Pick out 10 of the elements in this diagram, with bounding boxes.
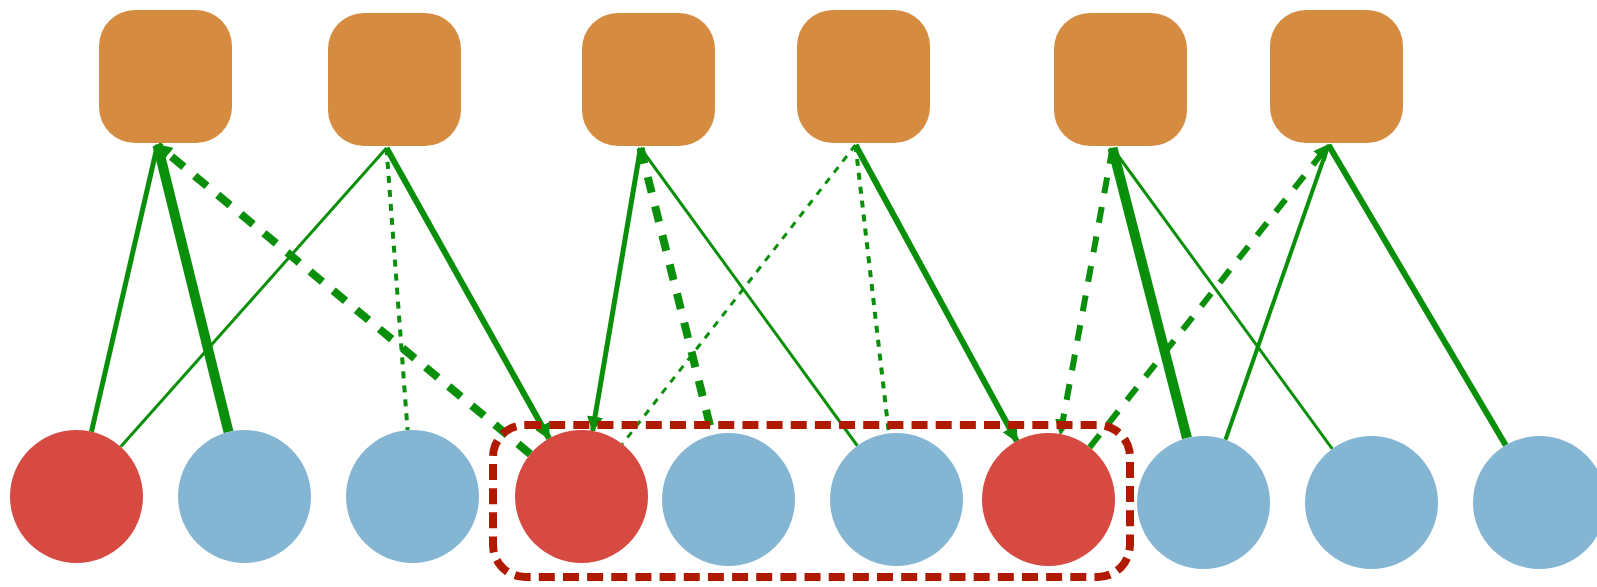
connector-line: [154, 141, 533, 458]
connector-line: [119, 147, 388, 448]
dashed-group-outline: [489, 421, 1134, 581]
connector-line: [1325, 143, 1509, 447]
connector-line: [852, 143, 1020, 443]
connector-line: [383, 146, 552, 440]
connector-line: [152, 143, 234, 434]
connector-line: [1107, 146, 1192, 440]
connector-line: [1223, 144, 1331, 441]
connector-line: [384, 147, 410, 431]
